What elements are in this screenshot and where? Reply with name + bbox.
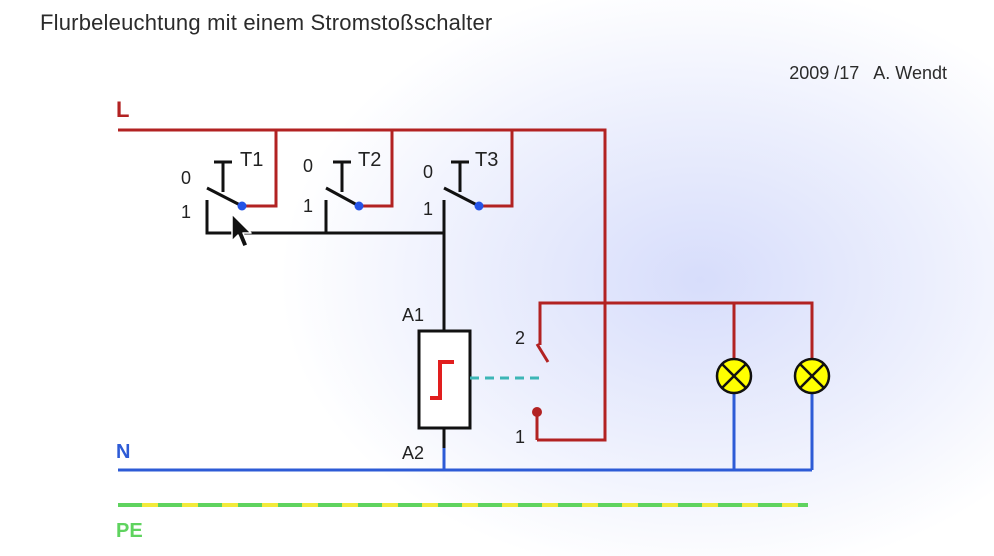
lamp-2-icon — [793, 357, 831, 395]
control-wiring — [205, 200, 446, 448]
pushbutton-t2[interactable] — [325, 160, 364, 211]
lamp-1-icon — [715, 357, 753, 395]
credit-year: 2009 /17 — [789, 63, 860, 83]
credit: 2009 /17 A. Wendt — [775, 63, 947, 84]
label-t1-closed: 1 — [181, 202, 191, 222]
label-t3-open: 0 — [423, 162, 433, 182]
label-n: N — [116, 441, 130, 463]
label-t3: T3 — [475, 149, 498, 171]
label-contact-1: 1 — [515, 427, 525, 447]
label-l: L — [116, 97, 129, 122]
relay-coil — [417, 329, 472, 430]
neutral-wiring — [118, 394, 814, 472]
label-t1-open: 0 — [181, 168, 191, 188]
credit-author: A. Wendt — [873, 63, 947, 83]
mouse-cursor-icon — [231, 213, 252, 248]
label-t3-closed: 1 — [423, 199, 433, 219]
label-pe: PE — [116, 520, 143, 542]
pushbutton-t1[interactable] — [206, 160, 247, 211]
label-a2: A2 — [402, 443, 424, 463]
pushbutton-t3[interactable] — [443, 160, 484, 211]
label-t2: T2 — [358, 149, 381, 171]
page-title: Flurbeleuchtung mit einem Stromstoßschal… — [40, 10, 493, 35]
label-t2-open: 0 — [303, 156, 313, 176]
label-t1: T1 — [240, 149, 263, 171]
label-contact-2: 2 — [515, 328, 525, 348]
label-t2-closed: 1 — [303, 196, 313, 216]
label-a1: A1 — [402, 305, 424, 325]
relay-contact-dot — [532, 407, 542, 417]
